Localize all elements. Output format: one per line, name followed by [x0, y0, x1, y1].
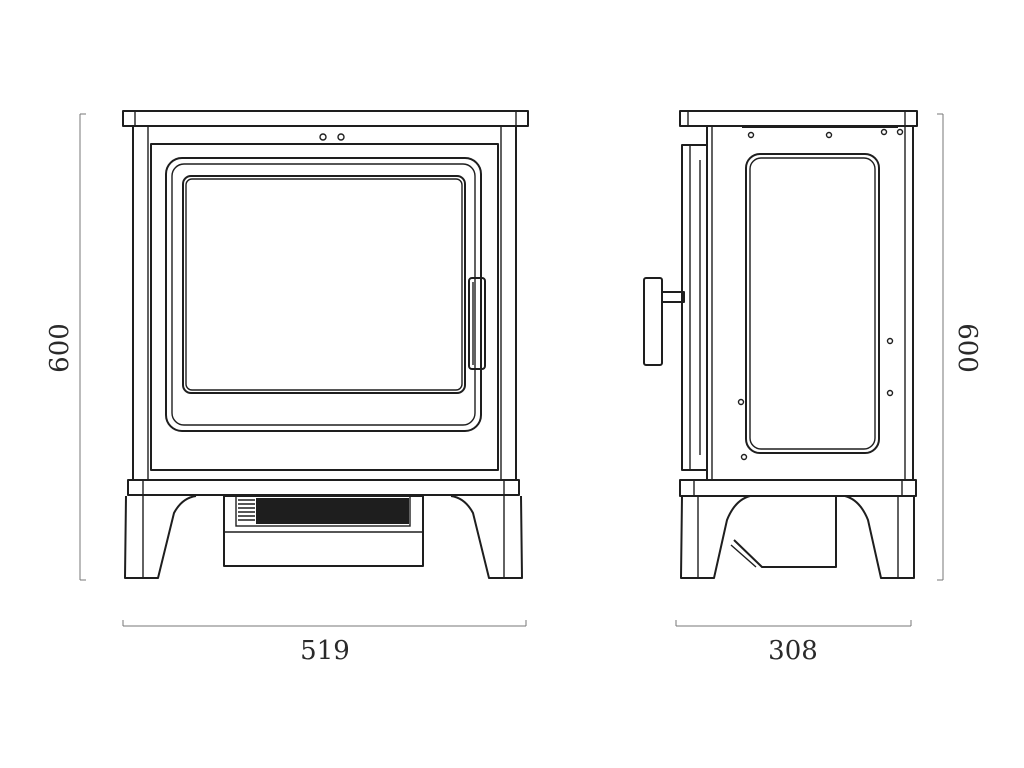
side-height-dimension-line [937, 113, 944, 581]
door-glass [182, 175, 466, 394]
front-right-leg [450, 495, 523, 579]
door-handle [468, 277, 486, 370]
front-top-plate [122, 110, 529, 127]
side-top-plate [679, 110, 918, 127]
side-window [745, 153, 880, 454]
front-left-leg [124, 495, 197, 579]
front-height-label: 600 [45, 323, 75, 373]
side-depth-dimension-line [675, 620, 912, 627]
side-handle-arm [661, 291, 685, 303]
front-screw [319, 133, 327, 141]
side-right-leg [844, 495, 915, 579]
side-depth-label: 308 [768, 636, 818, 666]
side-left-leg [680, 495, 751, 579]
door-frame [150, 143, 499, 471]
door-edge [681, 144, 708, 471]
side-screws [737, 128, 904, 461]
door [165, 157, 482, 432]
front-width-dimension-line [122, 620, 527, 627]
heater-vents [238, 499, 255, 521]
side-view [643, 110, 918, 579]
front-height-dimension-line [79, 113, 86, 581]
front-screw [337, 133, 345, 141]
side-base-plate [679, 479, 917, 497]
heater-grille [256, 498, 409, 524]
side-heater-unit [733, 496, 837, 568]
side-height-label: 600 [952, 323, 982, 373]
side-handle [643, 277, 663, 366]
front-width-label: 519 [300, 636, 350, 666]
front-base-plate [127, 479, 520, 496]
front-view [122, 110, 529, 579]
side-body [706, 125, 914, 481]
